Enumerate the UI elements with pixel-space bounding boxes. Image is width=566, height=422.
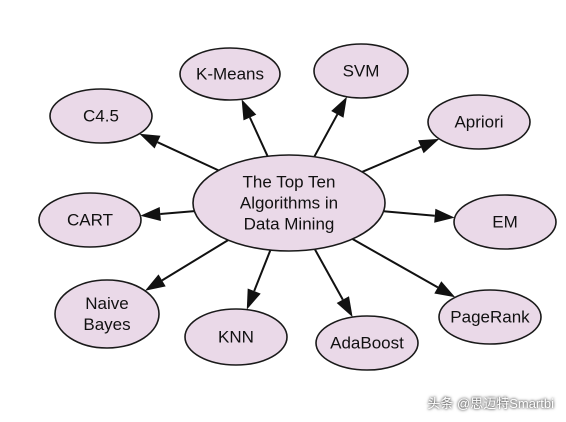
- arrowhead-em: [434, 208, 455, 223]
- edge-naive-bayes: [161, 239, 229, 282]
- node-ellipse-kmeans: [179, 47, 281, 101]
- edge-svm: [313, 113, 339, 158]
- arrowhead-kmeans: [241, 99, 257, 121]
- node-ellipse-apriori: [427, 94, 531, 150]
- node-c45: C4.5: [49, 88, 153, 144]
- arrowhead-apriori: [418, 138, 440, 154]
- node-em: EM: [453, 194, 557, 250]
- node-adaboost: AdaBoost: [315, 315, 419, 371]
- edge-em: [383, 210, 435, 217]
- node-label-naive-bayes: Naive: [85, 294, 128, 313]
- node-ellipse-pagerank: [438, 289, 542, 345]
- node-label-center: Algorithms in: [240, 194, 338, 213]
- arrowhead-c45: [139, 133, 161, 149]
- arrowhead-naive-bayes: [145, 274, 166, 291]
- node-pagerank: PageRank: [438, 289, 542, 345]
- watermark-text: 头条 @思迈特Smartbi: [427, 396, 554, 411]
- edge-c45: [157, 141, 219, 172]
- node-ellipse-knn: [184, 308, 288, 366]
- node-kmeans: K-Means: [179, 47, 281, 101]
- node-label-svm: SVM: [343, 62, 380, 81]
- node-label-kmeans: K-Means: [196, 65, 264, 84]
- node-ellipse-naive-bayes: [54, 279, 160, 349]
- node-label-pagerank: PageRank: [450, 308, 530, 327]
- node-label-adaboost: AdaBoost: [330, 334, 404, 353]
- edges-layer: [139, 96, 456, 318]
- node-label-em: EM: [492, 213, 518, 232]
- node-label-naive-bayes: Bayes: [83, 315, 130, 334]
- edge-cart: [160, 210, 195, 215]
- node-knn: KNN: [184, 308, 288, 366]
- arrowhead-adaboost: [336, 296, 353, 318]
- node-ellipse-center: [192, 154, 386, 252]
- node-ellipse-c45: [49, 88, 153, 144]
- node-ellipse-svm: [313, 43, 409, 99]
- node-label-center: The Top Ten: [243, 173, 336, 192]
- arrowhead-knn: [246, 288, 261, 310]
- node-label-knn: KNN: [218, 328, 254, 347]
- node-cart: CART: [38, 192, 142, 248]
- edge-knn: [253, 249, 272, 292]
- edge-pagerank: [352, 238, 439, 289]
- arrowhead-cart: [140, 207, 161, 221]
- node-label-c45: C4.5: [83, 107, 119, 126]
- edge-apriori: [361, 145, 422, 173]
- arrowhead-pagerank: [434, 281, 456, 298]
- node-ellipse-adaboost: [315, 315, 419, 371]
- node-ellipse-cart: [38, 192, 142, 248]
- arrowhead-svm: [331, 96, 347, 118]
- node-label-center: Data Mining: [244, 215, 335, 234]
- edge-kmeans: [248, 117, 269, 157]
- node-svm: SVM: [313, 43, 409, 99]
- node-ellipse-em: [453, 194, 557, 250]
- node-label-cart: CART: [67, 211, 113, 230]
- node-apriori: Apriori: [427, 94, 531, 150]
- node-label-apriori: Apriori: [454, 113, 503, 132]
- edge-adaboost: [313, 248, 344, 301]
